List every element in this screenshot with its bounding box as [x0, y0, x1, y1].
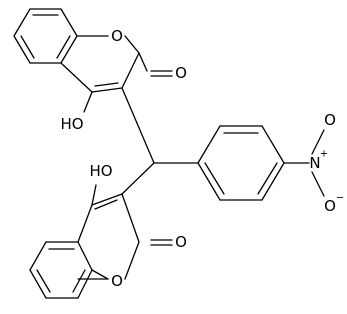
nitro-oxygen-bottom-label: O [324, 197, 336, 215]
carbonyl-oxygen-top-label: O [175, 64, 187, 82]
top-benzene-ring [13, 8, 78, 64]
nitro-nitrogen-charge: + [320, 149, 328, 160]
top-pyranone-ring [60, 35, 173, 113]
ring-oxygen-bottom-label: O [111, 272, 123, 290]
hydroxyl-top-label: HO [60, 115, 83, 133]
central-methine-bonds [121, 87, 199, 195]
nitro-oxygen-top-label: O [324, 111, 336, 129]
carbonyl-oxygen-bottom-label: O [175, 233, 187, 251]
ring-oxygen-top-label: O [111, 27, 123, 45]
nitro-oxygen-charge: − [336, 193, 344, 204]
bottom-benzene-ring [29, 241, 109, 299]
bottom-pyranone-ring [77, 184, 173, 280]
hydroxyl-bottom-label: HO [89, 162, 112, 180]
nitro-nitrogen-label: N [309, 154, 320, 172]
nitrophenyl-ring [197, 125, 325, 201]
